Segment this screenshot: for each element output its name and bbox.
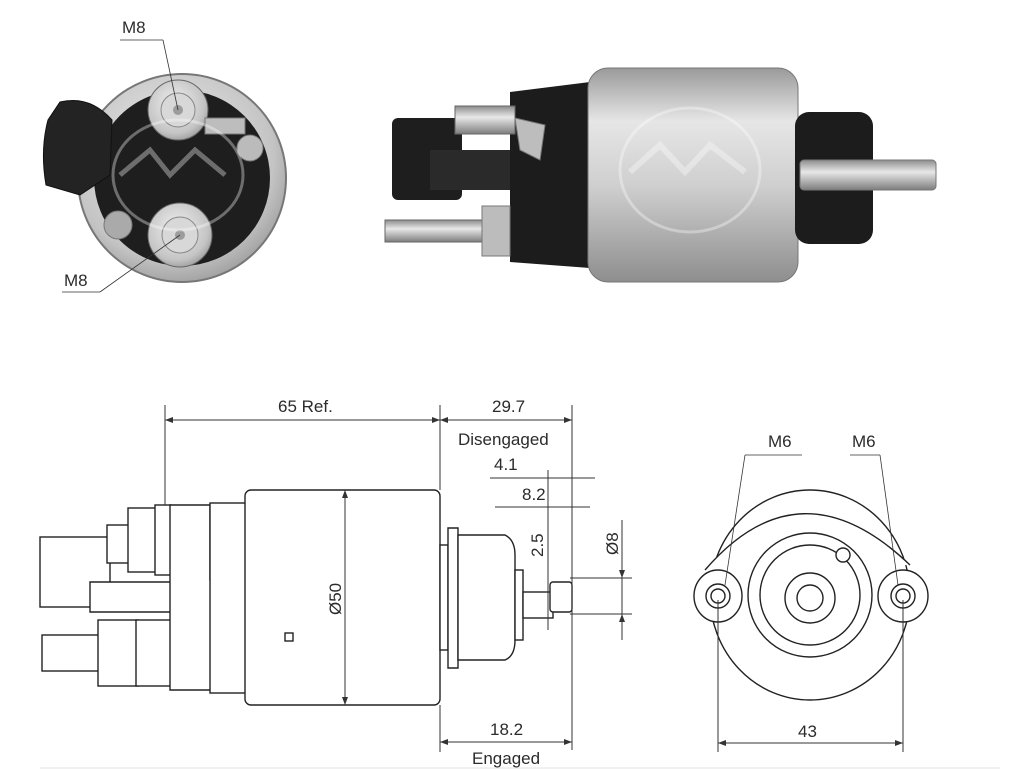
dim-stroke-engaged: 18.2 bbox=[490, 720, 523, 739]
watermark-logo-icon-2 bbox=[618, 106, 762, 234]
dim-mount-spacing: 43 bbox=[798, 722, 817, 741]
right-mount-icon bbox=[877, 569, 929, 623]
connector-block bbox=[42, 100, 113, 196]
bottom-terminal-label: M8 bbox=[64, 271, 88, 290]
dim-body-diameter: Ø50 bbox=[326, 583, 345, 615]
bottom-stud bbox=[384, 219, 486, 243]
dim-offset-small: 4.1 bbox=[494, 455, 518, 474]
top-terminal-icon bbox=[147, 79, 264, 162]
label-engaged: Engaged bbox=[472, 749, 540, 768]
dim-offset-plunger: 8.2 bbox=[522, 485, 546, 504]
watermark-logo-icon bbox=[111, 118, 245, 232]
top-terminal-label: M8 bbox=[122, 18, 146, 37]
label-mount-right: M6 bbox=[852, 432, 876, 451]
drawing-end-view: M6 M6 43 bbox=[693, 432, 929, 752]
dim-overall-length: 65 Ref. bbox=[278, 397, 333, 416]
plunger-shaft bbox=[799, 159, 937, 191]
label-disengaged: Disengaged bbox=[458, 430, 549, 449]
dim-stroke-disengaged: 29.7 bbox=[492, 397, 525, 416]
photo-side-view bbox=[384, 67, 937, 283]
photo-end-view: M8 M8 bbox=[42, 18, 287, 293]
dim-groove: 2.5 bbox=[528, 533, 547, 557]
black-cap bbox=[510, 82, 590, 268]
dim-plunger-diameter: Ø8 bbox=[603, 532, 622, 555]
label-mount-left: M6 bbox=[768, 432, 792, 451]
left-mount-icon bbox=[693, 569, 743, 623]
top-stud bbox=[454, 105, 516, 135]
drawing-side-view: 65 Ref. 29.7 Disengaged 4.1 8.2 2.5 Ø8 Ø… bbox=[39, 397, 632, 768]
